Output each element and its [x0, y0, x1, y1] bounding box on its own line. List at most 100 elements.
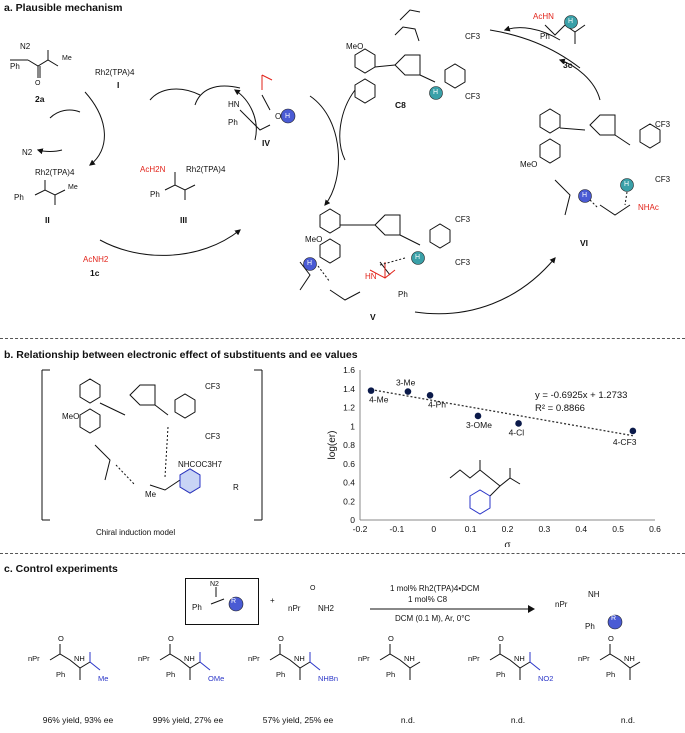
ph-label: Ph — [276, 670, 286, 679]
cf3-top-model: CF3 — [205, 382, 221, 391]
h-bubble-IV: H — [285, 113, 291, 120]
cf3-bottom-C8: CF3 — [465, 92, 481, 101]
data-point — [426, 392, 434, 399]
nh-label: NH — [74, 654, 85, 663]
y-tick-label: 1 — [350, 421, 355, 431]
mechanism-scheme — [10, 9, 661, 315]
nh2-amide: NH2 — [318, 604, 335, 613]
y-tick-label: 1.4 — [343, 384, 355, 394]
condition-line2: 1 mol% C8 — [408, 595, 448, 604]
compound-VI-label: VI — [580, 238, 589, 248]
ph-label-3c: Ph — [540, 32, 550, 41]
product-result: 96% yield, 93% ee — [42, 715, 114, 725]
y-tick-label: 0.2 — [343, 496, 355, 506]
o-label: O — [608, 634, 614, 643]
nh-label: NH — [624, 654, 635, 663]
chart-inset-molecule — [445, 458, 535, 530]
o-label: O — [168, 634, 174, 643]
meo-label-VI: MeO — [520, 160, 538, 169]
npr-label: nPr — [248, 654, 260, 663]
product-result: n.d. — [620, 715, 636, 725]
r-bubble-substrate: R — [231, 598, 237, 605]
o-label: O — [388, 634, 394, 643]
divider-a-b — [0, 338, 685, 339]
data-point — [515, 420, 522, 427]
h-bubble-3c: H — [568, 18, 574, 25]
trend-equation: y = -0.6925x + 1.2733 — [535, 390, 627, 401]
ph-label: Ph — [166, 670, 176, 679]
x-tick-label: 0.4 — [575, 524, 587, 534]
point-label: 4-Ph — [428, 399, 446, 409]
substituent-label: NHBn — [318, 674, 339, 683]
ph-label: Ph — [496, 670, 506, 679]
cf3-top-VI: CF3 — [655, 120, 671, 129]
npr-label: nPr — [578, 654, 590, 663]
ph-label: Ph — [56, 670, 66, 679]
y-tick-label: 1.6 — [343, 365, 355, 375]
x-tick-label: 0.2 — [502, 524, 514, 534]
product-result: 57% yield, 25% ee — [262, 715, 334, 725]
nhac-label-VI: NHAc — [638, 203, 659, 212]
cf3-top-V: CF3 — [455, 215, 471, 224]
plus-sign: + — [270, 596, 275, 605]
trend-r2: R² = 0.8866 — [535, 403, 585, 414]
o-label: O — [58, 634, 64, 643]
x-axis-label: σ — [504, 540, 511, 547]
ph-product: Ph — [585, 622, 595, 631]
ph-label: Ph — [386, 670, 396, 679]
point-label: 4-Me — [369, 395, 389, 405]
nh-product: NH — [588, 590, 600, 599]
divider-b-c — [0, 553, 685, 554]
ph-label-V: Ph — [398, 290, 408, 299]
ph-label-IV: Ph — [228, 118, 238, 127]
condition-line1: 1 mol% Rh2(TPA)4•DCM — [390, 584, 480, 593]
cf3-top-C8: CF3 — [465, 32, 481, 41]
me-label-model: Me — [145, 490, 157, 499]
y-tick-label: 0 — [350, 515, 355, 525]
substituent-label: Me — [98, 674, 109, 683]
ph-label-2a: Ph — [10, 62, 20, 71]
o-label-IV: O — [275, 112, 282, 121]
product-result: n.d. — [400, 715, 416, 725]
ph-substrate: Ph — [192, 603, 202, 612]
npr-amide: nPr — [288, 604, 301, 613]
npr-label: nPr — [138, 654, 150, 663]
substrate-box — [185, 578, 259, 625]
point-label: 3-OMe — [466, 420, 492, 430]
h-bubble-VI-blue: H — [582, 192, 588, 199]
compound-3c-label: 3c — [563, 60, 573, 70]
point-label: 4-Cl — [509, 427, 525, 437]
r-bubble-product: R — [611, 615, 617, 622]
y-axis-label: log(er) — [327, 431, 338, 460]
ph-label: Ph — [606, 670, 616, 679]
inset-structure — [449, 460, 521, 515]
meo-label-model: MeO — [62, 412, 80, 421]
achn-label-3c: AcHN — [533, 12, 554, 21]
y-tick-label: 0.6 — [343, 459, 355, 469]
compound-2a-label: 2a — [35, 94, 45, 104]
n2-released: N2 — [22, 148, 33, 157]
x-tick-label: -0.1 — [390, 524, 405, 534]
compound-C8-label: C8 — [395, 100, 406, 110]
nh-label: NH — [294, 654, 305, 663]
h-bubble-V-blue: H — [307, 260, 313, 267]
chiral-induction-model — [41, 369, 263, 521]
meo-label-C8: MeO — [346, 42, 364, 51]
diazo-substrate — [210, 587, 244, 612]
o-label: O — [278, 634, 284, 643]
meo-label-V: MeO — [305, 235, 323, 244]
npr-product: nPr — [555, 600, 568, 609]
nh-label: NH — [514, 654, 525, 663]
substituent-label: NO2 — [538, 674, 554, 683]
cf3-bottom-model: CF3 — [205, 432, 221, 441]
panel-c-title: c. Control experiments — [4, 563, 118, 575]
rh-catalyst-I: Rh2(TPA)4 — [95, 68, 135, 77]
compound-I-label: I — [117, 80, 120, 90]
y-tick-label: 1.2 — [343, 403, 355, 413]
product-result: n.d. — [510, 715, 526, 725]
h-bubble-C8: H — [433, 89, 439, 96]
